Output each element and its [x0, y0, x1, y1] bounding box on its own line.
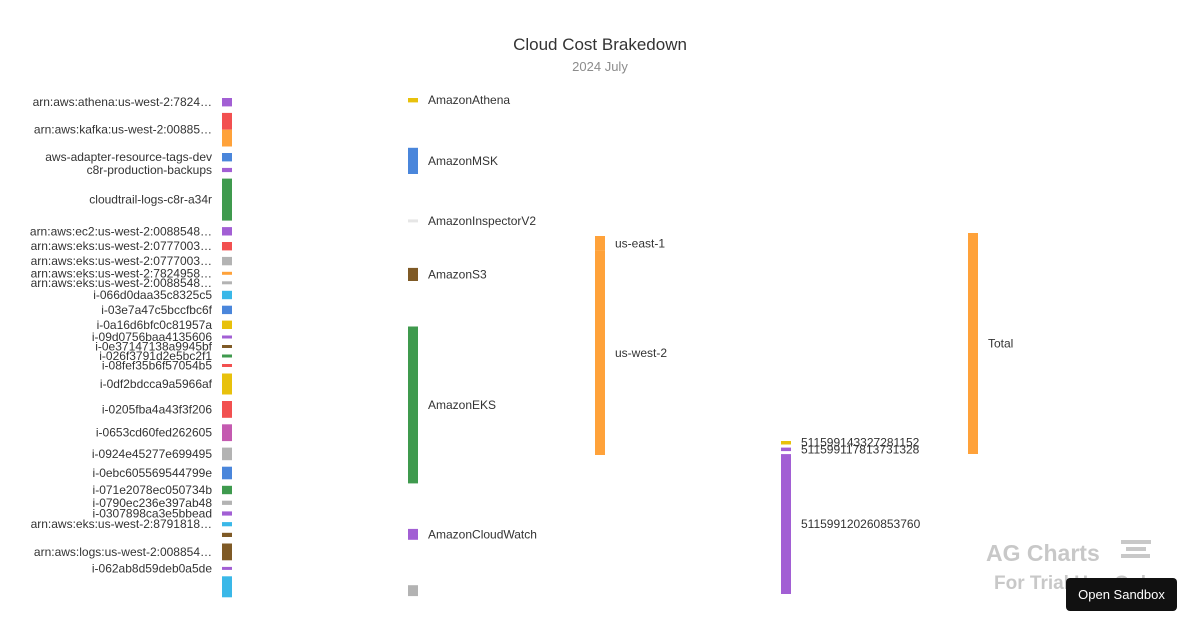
sankey-node-label: AmazonInspectorV2 [428, 214, 536, 228]
sankey-node-bar[interactable] [222, 532, 232, 537]
sankey-node-bar[interactable] [222, 305, 232, 315]
sankey-node-bar[interactable] [408, 98, 418, 103]
sankey-node-bar[interactable] [222, 345, 232, 348]
sankey-node-bar[interactable] [222, 129, 232, 147]
sankey-node-label: arn:aws:eks:us-west-2:0777003… [31, 239, 212, 253]
sankey-node-label: i-0790ec236e397ab48 [93, 496, 213, 510]
sankey-node-bar[interactable] [222, 320, 232, 329]
sankey-node-label: i-0924e45277e699495 [92, 447, 212, 461]
sankey-node-label: arn:aws:eks:us-west-2:0777003… [31, 254, 212, 268]
sankey-node-bar[interactable] [222, 424, 232, 442]
sankey-node-bar[interactable] [408, 585, 418, 597]
sankey-node-bar[interactable] [408, 326, 418, 484]
sankey-node-bar[interactable] [222, 281, 232, 285]
sankey-node-bar[interactable] [408, 528, 418, 540]
sankey-node-bar[interactable] [222, 576, 232, 598]
ag-charts-logo-icon [1121, 540, 1151, 558]
sankey-node-label: us-east-1 [615, 236, 665, 250]
sankey-node-label: 511599120260853760 [801, 517, 921, 531]
sankey-node-bar[interactable] [781, 447, 791, 452]
sankey-node-bar[interactable] [222, 354, 232, 358]
sankey-node-label: AmazonCloudWatch [428, 527, 537, 541]
sankey-node-label: arn:aws:ec2:us-west-2:0088548… [30, 224, 212, 238]
sankey-node-bar[interactable] [222, 500, 232, 505]
sankey-node-bar[interactable] [222, 373, 232, 395]
sankey-node-label: i-066d0daa35c8325c5 [93, 288, 212, 302]
sankey-node-bar[interactable] [222, 485, 232, 495]
sankey-node-label: i-0205fba4a43f3f206 [102, 402, 212, 416]
sankey-node-bar[interactable] [222, 290, 232, 300]
sankey-node-label: AmazonS3 [428, 268, 487, 282]
sankey-node-bar[interactable] [222, 522, 232, 527]
sankey-node-bar[interactable] [222, 335, 232, 339]
open-sandbox-button[interactable]: Open Sandbox [1066, 578, 1177, 611]
sankey-node-bar[interactable] [222, 447, 232, 461]
sankey-node-bar[interactable] [408, 147, 418, 174]
sankey-node-bar[interactable] [222, 112, 232, 130]
sankey-node-label: c8r-production-backups [87, 163, 212, 177]
sankey-node-label: AmazonMSK [428, 154, 498, 168]
sankey-node-label: 511599117813731328 [801, 442, 920, 456]
sankey-node-bar[interactable] [222, 364, 232, 367]
sankey-node-label: AmazonEKS [428, 398, 496, 412]
sankey-node-bar[interactable] [408, 219, 418, 223]
sankey-node-bar[interactable] [222, 178, 232, 221]
sankey-node-bar[interactable] [222, 511, 232, 516]
sankey-nodes: arn:aws:athena:us-west-2:7824… arn:aws:ka… [30, 93, 1013, 598]
sankey-node-bar[interactable] [408, 267, 418, 281]
sankey-node-label: i-03e7a47c5bccfbc6f [101, 303, 212, 317]
sankey-node-label: arn:aws:athena:us-west-2:7824… [33, 95, 212, 109]
sankey-node-label: arn:aws:eks:us-west-2:7824958… [31, 266, 212, 280]
sankey-node-label: i-0a16d6bfc0c81957a [97, 318, 213, 332]
sankey-node-label: arn:aws:eks:us-west-2:0088548… [31, 276, 212, 290]
sankey-node-bar[interactable] [595, 236, 605, 251]
sankey-node-label: cloudtrail-logs-c8r-a34r [89, 193, 212, 207]
sankey-node-label: 511599143327281152 [801, 436, 920, 450]
watermark-brand: AG Charts [986, 540, 1100, 566]
sankey-node-label: AmazonAthena [428, 93, 510, 107]
sankey-node-label: arn:aws:kafka:us-west-2:00885… [34, 123, 212, 137]
chart-title: Cloud Cost Brakedown [513, 35, 687, 54]
sankey-node-bar[interactable] [222, 227, 232, 236]
sankey-node-label: i-0ebc605569544799e [93, 466, 213, 480]
sankey-node-label: i-08fef35b6f57054b5 [102, 359, 212, 373]
sankey-node-bar[interactable] [222, 566, 232, 570]
sankey-node-bar[interactable] [222, 98, 232, 107]
sankey-node-bar[interactable] [595, 250, 605, 455]
sankey-node-label: arn:aws:eks:us-west-2:8791818… [31, 517, 212, 531]
sankey-node-bar[interactable] [222, 153, 232, 162]
sankey-node-bar[interactable] [222, 242, 232, 251]
sankey-node-bar[interactable] [222, 543, 232, 561]
sankey-node-label: i-0df2bdcca9a5966af [100, 377, 213, 391]
sankey-node-label: aws-adapter-resource-tags-dev [45, 150, 212, 164]
sankey-node-bar[interactable] [222, 256, 232, 266]
sankey-node-label: Total [988, 337, 1013, 351]
chart-subtitle: 2024 July [572, 59, 628, 74]
sankey-node-bar[interactable] [781, 454, 791, 594]
sankey-node-label: i-071e2078ec050734b [93, 483, 213, 497]
sankey-node-label: i-0e37147138a9945bf [95, 340, 212, 354]
sankey-node-label: us-west-2 [615, 346, 667, 360]
sankey-node-label: i-026f3791d2e5bc2f1 [99, 349, 212, 363]
sankey-node-bar[interactable] [222, 401, 232, 418]
sankey-node-bar[interactable] [222, 167, 232, 173]
sankey-node-bar[interactable] [781, 441, 791, 445]
sankey-node-label: i-0653cd60fed262605 [96, 426, 212, 440]
sankey-node-bar[interactable] [968, 233, 978, 454]
sankey-node-label: i-062ab8d59deb0a5de [92, 561, 212, 575]
sankey-node-label: i-0307898ca3e5bbead [93, 507, 212, 521]
sankey-node-bar[interactable] [222, 271, 232, 275]
sankey-node-bar[interactable] [222, 466, 232, 480]
sankey-node-label: i-09d0756baa4135606 [92, 330, 212, 344]
sankey-node-label: arn:aws:logs:us-west-2:008854… [34, 545, 212, 559]
